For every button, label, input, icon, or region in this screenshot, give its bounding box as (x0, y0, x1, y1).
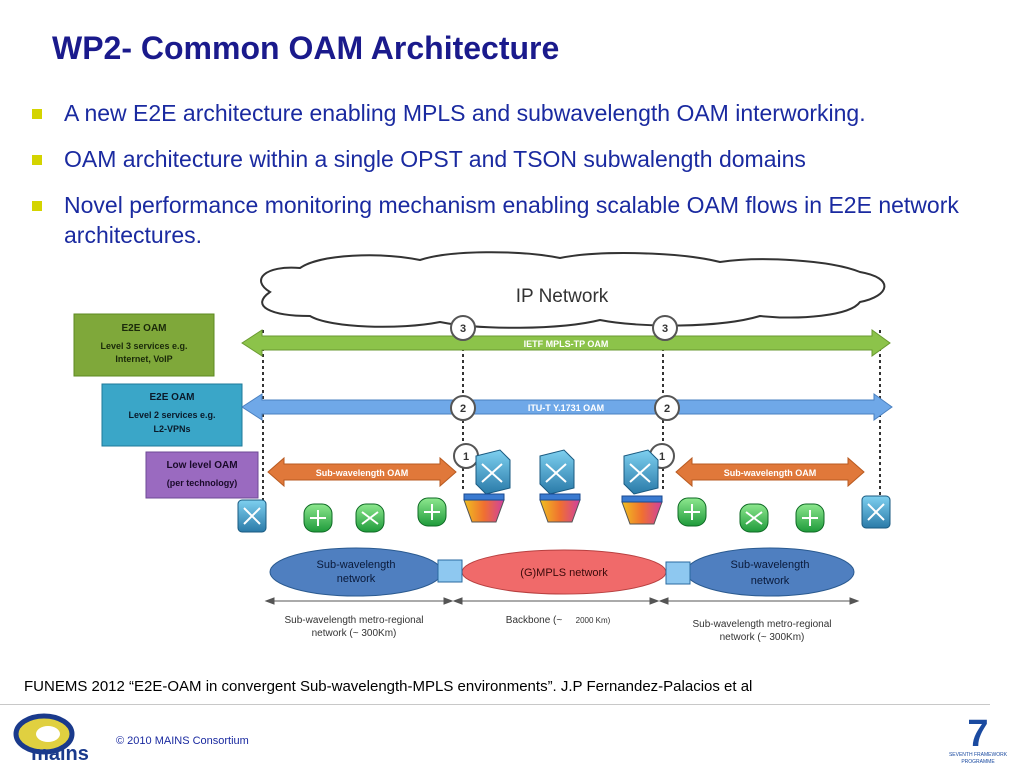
reference-citation: FUNEMS 2012 “E2E-OAM in convergent Sub-w… (24, 678, 753, 695)
ietf-mpls-tp-oam-arrow: IETF MPLS-TP OAM (241, 329, 891, 357)
bullet-text: A new E2E architecture enabling MPLS and… (64, 100, 866, 126)
mpls-router-icon (475, 449, 511, 495)
span-label-center: 2000 Km) (576, 616, 611, 625)
gmpls-network: (G)MPLS network (461, 549, 667, 595)
oam-level-circle: 2 (654, 395, 680, 421)
bullet-item: Novel performance monitoring mechanism e… (32, 190, 992, 250)
cloud-label: IP Network (516, 286, 609, 307)
span-label-right: Sub-wavelength metro-regional (693, 619, 832, 630)
fp7-number: 7 (967, 713, 988, 755)
opst-node-icon (463, 493, 505, 523)
ellipse-label: (G)MPLS network (520, 567, 608, 579)
box-title: E2E OAM (149, 392, 194, 403)
span-labels: Sub-wavelength metro-regional network (~… (285, 615, 832, 643)
mpls-router-icon (623, 449, 659, 495)
optical-node-icon (795, 503, 825, 533)
box-line: (per technology) (167, 478, 238, 488)
mains-logo: mains (13, 713, 89, 765)
arrow-label: Sub-wavelength OAM (724, 468, 817, 478)
box-line: Internet, VoIP (115, 354, 172, 364)
page-title: WP2- Common OAM Architecture (52, 30, 560, 66)
footer-divider (0, 704, 990, 705)
box-line: Level 2 services e.g. (128, 410, 215, 420)
sub-wavelength-oam-arrow-right: Sub-wavelength OAM (675, 456, 865, 488)
bullet-square-icon (32, 109, 42, 119)
mpls-router-icon (539, 449, 575, 495)
oam-level-circle: 2 (450, 395, 476, 421)
svg-text:2: 2 (664, 403, 670, 415)
oam-level-circle: 3 (450, 315, 476, 341)
span-label-left: network (~ 300Km) (312, 628, 397, 639)
optical-node-icon (677, 497, 707, 527)
span-label-center: Backbone (~ (506, 615, 563, 626)
arrow-label: Sub-wavelength OAM (316, 468, 409, 478)
ellipse-label: Sub-wavelength (731, 559, 810, 571)
svg-text:3: 3 (460, 323, 466, 335)
oam-level-box-1: Low level OAM (per technology) (145, 451, 259, 499)
oam-level-box-3: E2E OAM Level 3 services e.g. Internet, … (73, 313, 215, 377)
bullet-text: OAM architecture within a single OPST an… (64, 146, 806, 172)
span-label-left: Sub-wavelength metro-regional (285, 615, 424, 626)
bullet-square-icon (32, 201, 42, 211)
span-arrows (264, 597, 860, 605)
svg-text:1: 1 (659, 451, 665, 463)
box-title: E2E OAM (121, 323, 166, 334)
bullet-item: A new E2E architecture enabling MPLS and… (32, 98, 992, 128)
ellipse-label: network (751, 575, 790, 587)
copyright-text: © 2010 MAINS Consortium (116, 735, 249, 747)
optical-node-icon (417, 497, 447, 527)
mains-logo-text: mains (31, 743, 89, 765)
arrow-label: ITU-T Y.1731 OAM (528, 403, 604, 413)
svg-text:2: 2 (460, 403, 466, 415)
optical-node-icon (355, 503, 385, 533)
bullet-square-icon (32, 155, 42, 165)
span-label-right: network (~ 300Km) (720, 632, 805, 643)
edge-switch-icon (237, 499, 267, 533)
gateway-node-left (437, 559, 463, 583)
sub-wavelength-network-left: Sub-wavelength network (269, 547, 443, 597)
arrow-label: IETF MPLS-TP OAM (524, 339, 609, 349)
oam-level-box-2: E2E OAM Level 2 services e.g. L2-VPNs (101, 383, 243, 447)
gateway-node-right (665, 561, 691, 585)
optical-node-icon (303, 503, 333, 533)
box-line: Level 3 services e.g. (100, 341, 187, 351)
oam-architecture-diagram: IP Network E2E OAM Level 3 services e.g.… (73, 251, 893, 643)
bullet-list: A new E2E architecture enabling MPLS and… (32, 98, 992, 266)
oam-level-circle: 1 (453, 443, 479, 469)
oam-level-circle: 3 (652, 315, 678, 341)
bullet-item: OAM architecture within a single OPST an… (32, 144, 992, 174)
box-title: Low level OAM (166, 460, 237, 471)
svg-text:1: 1 (463, 451, 469, 463)
sub-wavelength-oam-arrow-left: Sub-wavelength OAM (267, 456, 457, 488)
ellipse-label: Sub-wavelength (317, 559, 396, 571)
sub-wavelength-network-right: Sub-wavelength network (685, 547, 855, 597)
bullet-text: Novel performance monitoring mechanism e… (64, 192, 959, 248)
fp7-line: SEVENTH FRAMEWORK (949, 752, 1008, 758)
box-line: L2-VPNs (153, 424, 190, 434)
opst-node-icon (621, 495, 663, 525)
fp7-line: PROGRAMME (961, 759, 995, 765)
ip-network-cloud: IP Network (260, 251, 886, 329)
optical-node-icon (739, 503, 769, 533)
itu-t-y1731-oam-arrow: ITU-T Y.1731 OAM (241, 393, 893, 421)
opst-node-icon (539, 493, 581, 523)
fp7-logo: 7 SEVENTH FRAMEWORK PROGRAMME (949, 713, 1008, 765)
edge-switch-icon (861, 495, 891, 529)
svg-text:3: 3 (662, 323, 668, 335)
ellipse-label: network (337, 573, 376, 585)
